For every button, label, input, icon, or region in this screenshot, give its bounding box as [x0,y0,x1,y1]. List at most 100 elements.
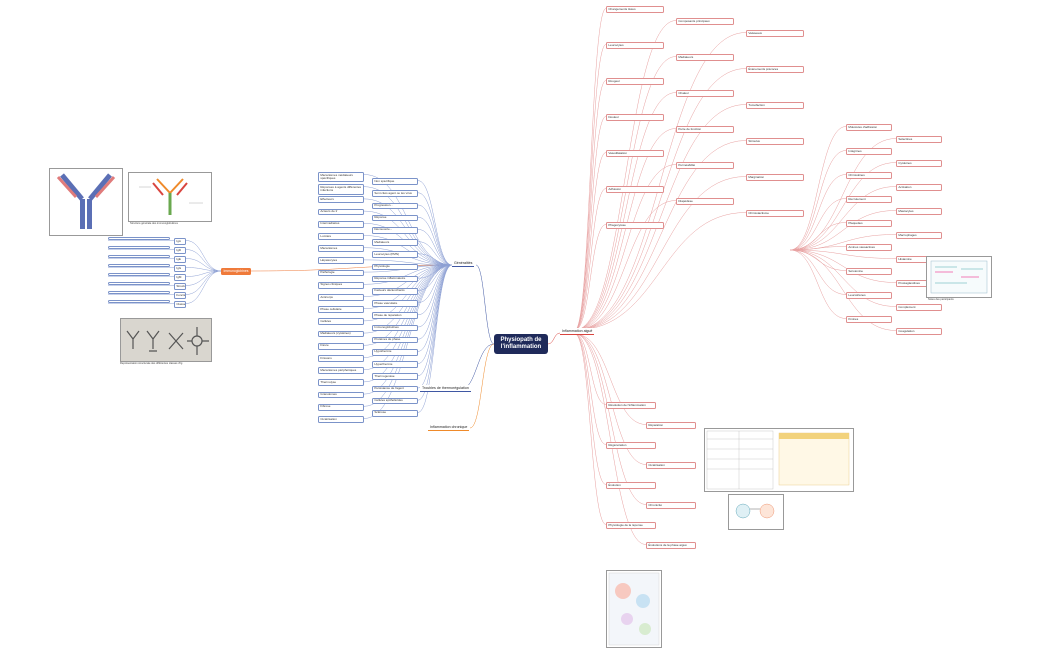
left-node[interactable]: Fibrose [318,403,364,411]
left-node[interactable]: Lumière [318,233,364,240]
left-node[interactable]: Découverte... [372,226,418,234]
right-top-node[interactable]: Leucocytes [606,42,664,49]
immuno-node[interactable]: IgE [174,256,186,263]
right-top-node[interactable]: Vasodilatation [606,150,664,157]
immuno-node[interactable]: Structure [174,283,186,290]
right-top-node[interactable]: Vaisseaux [746,30,804,37]
left-node[interactable]: Phase cellulaire [318,306,364,313]
right-top-node[interactable]: Rougeur [606,78,664,85]
right-mid-node[interactable]: Plaquettes [846,220,892,227]
left-node[interactable]: Sclérose [372,409,418,417]
immuno-node[interactable]: IgG [174,265,186,272]
immuno-detail[interactable] [108,300,170,304]
branch-inflammation-aigue[interactable]: Inflammation aiguë [560,328,595,335]
left-node[interactable]: Phase de réparation [372,312,418,320]
left-node[interactable]: Signes cliniques [318,281,364,289]
right-mid-node[interactable]: Molécules d'adhésion [846,124,892,131]
immuno-detail[interactable] [108,237,170,241]
right-top-node[interactable]: Diapédèse [676,198,734,205]
immuno-node[interactable]: IgA [174,238,186,245]
left-node[interactable]: Progression... [372,202,418,210]
right-mid-node[interactable]: Complément [896,304,942,311]
immuno-node[interactable]: Classes [174,301,186,308]
right-mid-node[interactable]: Activation [896,184,942,191]
left-node[interactable]: Hyperthermie [372,361,418,368]
right-bottom-node[interactable]: Évolution [606,482,656,489]
immuno-node[interactable]: IgD [174,247,186,254]
left-node[interactable]: Effecteurs [318,196,364,204]
central-topic[interactable]: Physiopath de l'inflammation [494,334,548,354]
left-node[interactable]: Anticorps [318,294,364,301]
left-node[interactable]: Cellules épithélioïdes [372,397,418,405]
left-node[interactable]: Acteurs de Ir [318,208,364,216]
left-node[interactable]: Médiateurs (cytokines) [318,330,364,338]
right-bottom-node[interactable]: Chronicité [646,502,696,509]
left-node[interactable]: Réponse inflammatoire [372,275,418,283]
left-node[interactable]: Thermolyse [318,379,364,387]
left-node[interactable]: Fièvre [318,342,364,350]
left-node[interactable]: Immunoglobulines [372,324,418,332]
immuno-detail[interactable] [108,264,170,268]
left-node[interactable]: Hypothermie [372,348,418,356]
right-top-node[interactable]: Douleur [606,114,664,121]
left-node[interactable]: Physiologie [372,263,418,271]
right-bottom-node[interactable]: Évolutions de la phase aiguë [646,542,696,549]
left-node[interactable]: Cicatrisation [318,416,364,423]
left-node[interactable]: Mécanismes [318,245,364,252]
right-bottom-node[interactable]: Régénération [606,442,656,449]
immuno-detail[interactable] [108,291,170,295]
left-node[interactable]: Intermédiaires [318,220,364,228]
left-node[interactable]: Hépatocytes [318,257,364,265]
right-mid-node[interactable]: Chimiokines [846,172,892,179]
left-node[interactable]: Cellules [318,318,364,326]
right-top-node[interactable]: Changements tissus [606,6,664,13]
left-node[interactable]: Frissons [318,355,364,362]
right-top-node[interactable]: Adhésion [606,186,664,193]
right-mid-node[interactable]: Leucotriènes [846,292,892,299]
right-mid-node[interactable]: Mastocytes [896,208,942,215]
immuno-detail[interactable] [108,282,170,286]
right-mid-node[interactable]: Sérotonine [846,268,892,275]
right-bottom-node[interactable]: Cicatrisation [646,462,696,469]
right-top-node[interactable]: Tuméfaction [746,102,804,109]
left-node[interactable]: Mécanismes médiateurs spécifiques [318,172,364,183]
left-node[interactable]: Leucocytes (PMN) [372,251,418,259]
right-mid-node[interactable]: Recrutement [846,196,892,203]
immuno-node[interactable]: IgM [174,274,186,281]
right-mid-node[interactable]: Sélectines [896,136,942,143]
immuno-node[interactable]: Fonctions [174,292,186,299]
right-mid-node[interactable]: Coagulation [896,328,942,335]
left-node[interactable]: Non spécifique [372,178,418,185]
branch-inflammation-chronique[interactable]: Inflammation chronique [428,424,470,431]
left-node[interactable]: Mécanismes périphériques [318,367,364,374]
right-mid-node[interactable]: Kinines [846,316,892,323]
left-node[interactable]: Persistance de l'agent [372,385,418,393]
right-bottom-node[interactable]: Physiologie de la réponse [606,522,656,529]
right-top-node[interactable]: Chimiotactisme [746,210,804,217]
left-node[interactable]: Médiateurs [372,239,418,246]
branch-generalites[interactable]: Généralités [452,260,475,267]
immuno-detail[interactable] [108,255,170,259]
right-top-node[interactable]: Évènements précoces [746,66,804,73]
immuno-detail[interactable] [108,273,170,277]
right-top-node[interactable]: Perte de fonction [676,126,734,133]
branch-immunoglobines[interactable]: Immunoglobines [221,268,251,275]
left-node[interactable]: Sont cités agent ou les virus [372,190,418,198]
branch-troubles-thermoregulation[interactable]: Troubles de thermorégulation [420,385,471,392]
left-node[interactable]: Pathologie [318,269,364,277]
left-node[interactable]: Granulomes [318,391,364,399]
right-bottom-node[interactable]: Résolution de l'inflammation [606,402,656,409]
right-mid-node[interactable]: Macrophages [896,232,942,239]
left-node[interactable]: Réponse [372,214,418,222]
immuno-detail[interactable] [108,246,170,250]
right-top-node[interactable]: Composants principaux [676,18,734,25]
right-top-node[interactable]: Margination [746,174,804,181]
right-top-node[interactable]: Médiateurs [676,54,734,61]
left-node[interactable]: Réponses à agents différentes infections [318,184,364,195]
right-bottom-node[interactable]: Réparation [646,422,696,429]
right-top-node[interactable]: Chaleur [676,90,734,97]
right-mid-node[interactable]: Intégrines [846,148,892,155]
right-top-node[interactable]: Phagocytose [606,222,664,229]
left-node[interactable]: Protéines de phase [372,336,418,344]
left-node[interactable]: Thermogenèse [372,373,418,381]
